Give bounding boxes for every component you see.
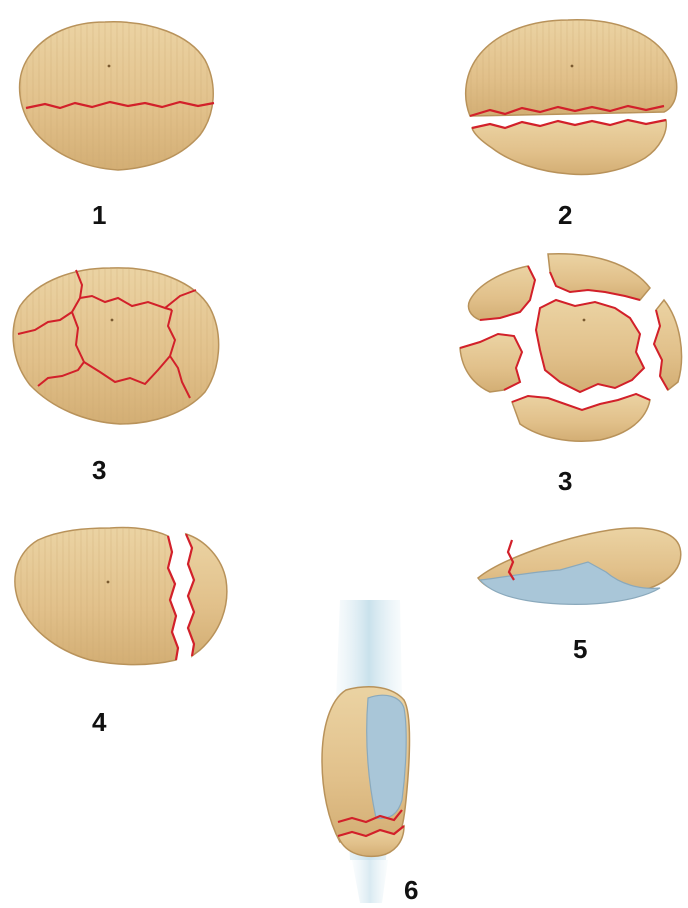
label-transverse: 1 (92, 200, 106, 231)
patella-osteochondral-fracture (478, 528, 681, 604)
patella-comminuted-fracture (13, 268, 218, 424)
label-displaced-transverse: 2 (558, 200, 572, 231)
label-displaced-comminuted: 3 (558, 466, 572, 497)
label-avulsion: 6 (404, 875, 418, 906)
patella-displaced-comminuted-fracture (460, 254, 682, 441)
label-comminuted: 3 (92, 455, 106, 486)
label-osteochondral: 5 (573, 634, 587, 665)
patella-vertical-fracture (15, 527, 227, 664)
patella-avulsion-fracture (322, 600, 410, 903)
patella-displaced-transverse-fracture (466, 20, 677, 175)
label-vertical: 4 (92, 707, 106, 738)
patella-transverse-fracture (20, 22, 214, 170)
